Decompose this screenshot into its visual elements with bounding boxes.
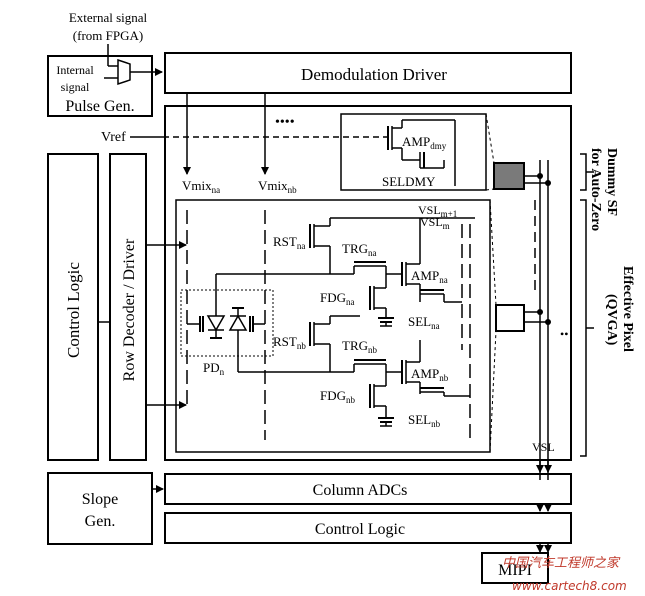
rst-nb-label: RSTnb xyxy=(273,334,306,351)
rst-na-label: RSTna xyxy=(273,234,305,251)
effective-pixel-label-2: (QVGA) xyxy=(604,294,619,346)
internal-signal-label-2: signal xyxy=(61,80,90,94)
pixel-detail-box xyxy=(175,199,491,453)
vmix-nb-label: Vmixnb xyxy=(258,178,297,195)
dummy-bracket xyxy=(580,153,587,191)
demodulation-driver-block xyxy=(164,52,572,94)
external-signal-label-2: (from FPGA) xyxy=(73,28,143,43)
sel-nb-label: SELnb xyxy=(408,412,441,429)
dummy-sf-label-2: for Auto-Zero xyxy=(588,148,603,231)
amp-dmy-label: AMPdmy xyxy=(402,134,447,151)
demodulation-driver-label: Demodulation Driver xyxy=(301,65,447,84)
dots-indicator: •••• xyxy=(275,115,295,130)
pixel-array-block xyxy=(164,105,572,461)
dummy-pixel xyxy=(493,162,525,190)
vsl-m1-label: VSLm+1 xyxy=(418,203,457,219)
vsl-label: VSL xyxy=(532,440,555,454)
seldmy-label: SELDMY xyxy=(382,174,436,189)
control-logic-horizontal-block xyxy=(164,512,572,544)
watermark-url: www.cartech8.com xyxy=(512,579,627,593)
ellipsis: •• xyxy=(560,327,568,341)
fdg-na-label: FDGna xyxy=(320,290,355,307)
row-decoder-block xyxy=(109,153,147,461)
photodiode-icon xyxy=(228,314,248,331)
effective-pixel-label-1: Effective Pixel xyxy=(620,266,635,352)
dummy-sf-label-1: Dummy SF xyxy=(604,148,619,216)
mux-icon xyxy=(117,58,131,86)
trg-nb-label: TRGnb xyxy=(342,338,378,355)
effective-pixel xyxy=(495,304,525,332)
column-adcs-label: Column ADCs xyxy=(313,482,408,499)
pd-label: PDn xyxy=(203,360,225,377)
slope-gen-block xyxy=(47,472,153,545)
amp-nb-label: AMPnb xyxy=(411,366,449,383)
fdg-nb-label: FDGnb xyxy=(320,388,356,405)
control-logic-vertical-block xyxy=(47,153,99,461)
photodiode-icon xyxy=(206,315,226,332)
column-adcs-block xyxy=(164,473,572,505)
internal-signal-label-1: Internal xyxy=(56,63,94,77)
effective-bracket xyxy=(580,199,587,457)
slope-gen-label-2: Gen. xyxy=(85,513,116,530)
external-signal-label-1: External signal xyxy=(69,10,148,25)
slope-gen-label-1: Slope xyxy=(82,491,118,508)
sel-na-label: SELna xyxy=(408,314,440,331)
mipi-label: MIPI xyxy=(498,562,532,579)
watermark-cn: 中国汽车工程师之家 xyxy=(502,555,621,571)
pd-box xyxy=(180,289,274,357)
amp-na-label: AMPna xyxy=(411,268,448,285)
pulse-gen-block xyxy=(47,55,153,117)
vmix-na-label: Vmixna xyxy=(182,178,220,195)
pulse-gen-label: Pulse Gen. xyxy=(65,98,134,115)
control-logic-vertical-label: Control Logic xyxy=(64,262,83,358)
vref-label: Vref xyxy=(101,130,126,145)
dummy-sf-box xyxy=(340,113,487,191)
control-logic-horizontal-label: Control Logic xyxy=(315,521,405,538)
mipi-block xyxy=(481,552,549,584)
vsl-m-label: VSLm xyxy=(420,215,450,231)
trg-na-label: TRGna xyxy=(342,241,377,258)
row-decoder-label: Row Decoder / Driver xyxy=(121,238,138,381)
